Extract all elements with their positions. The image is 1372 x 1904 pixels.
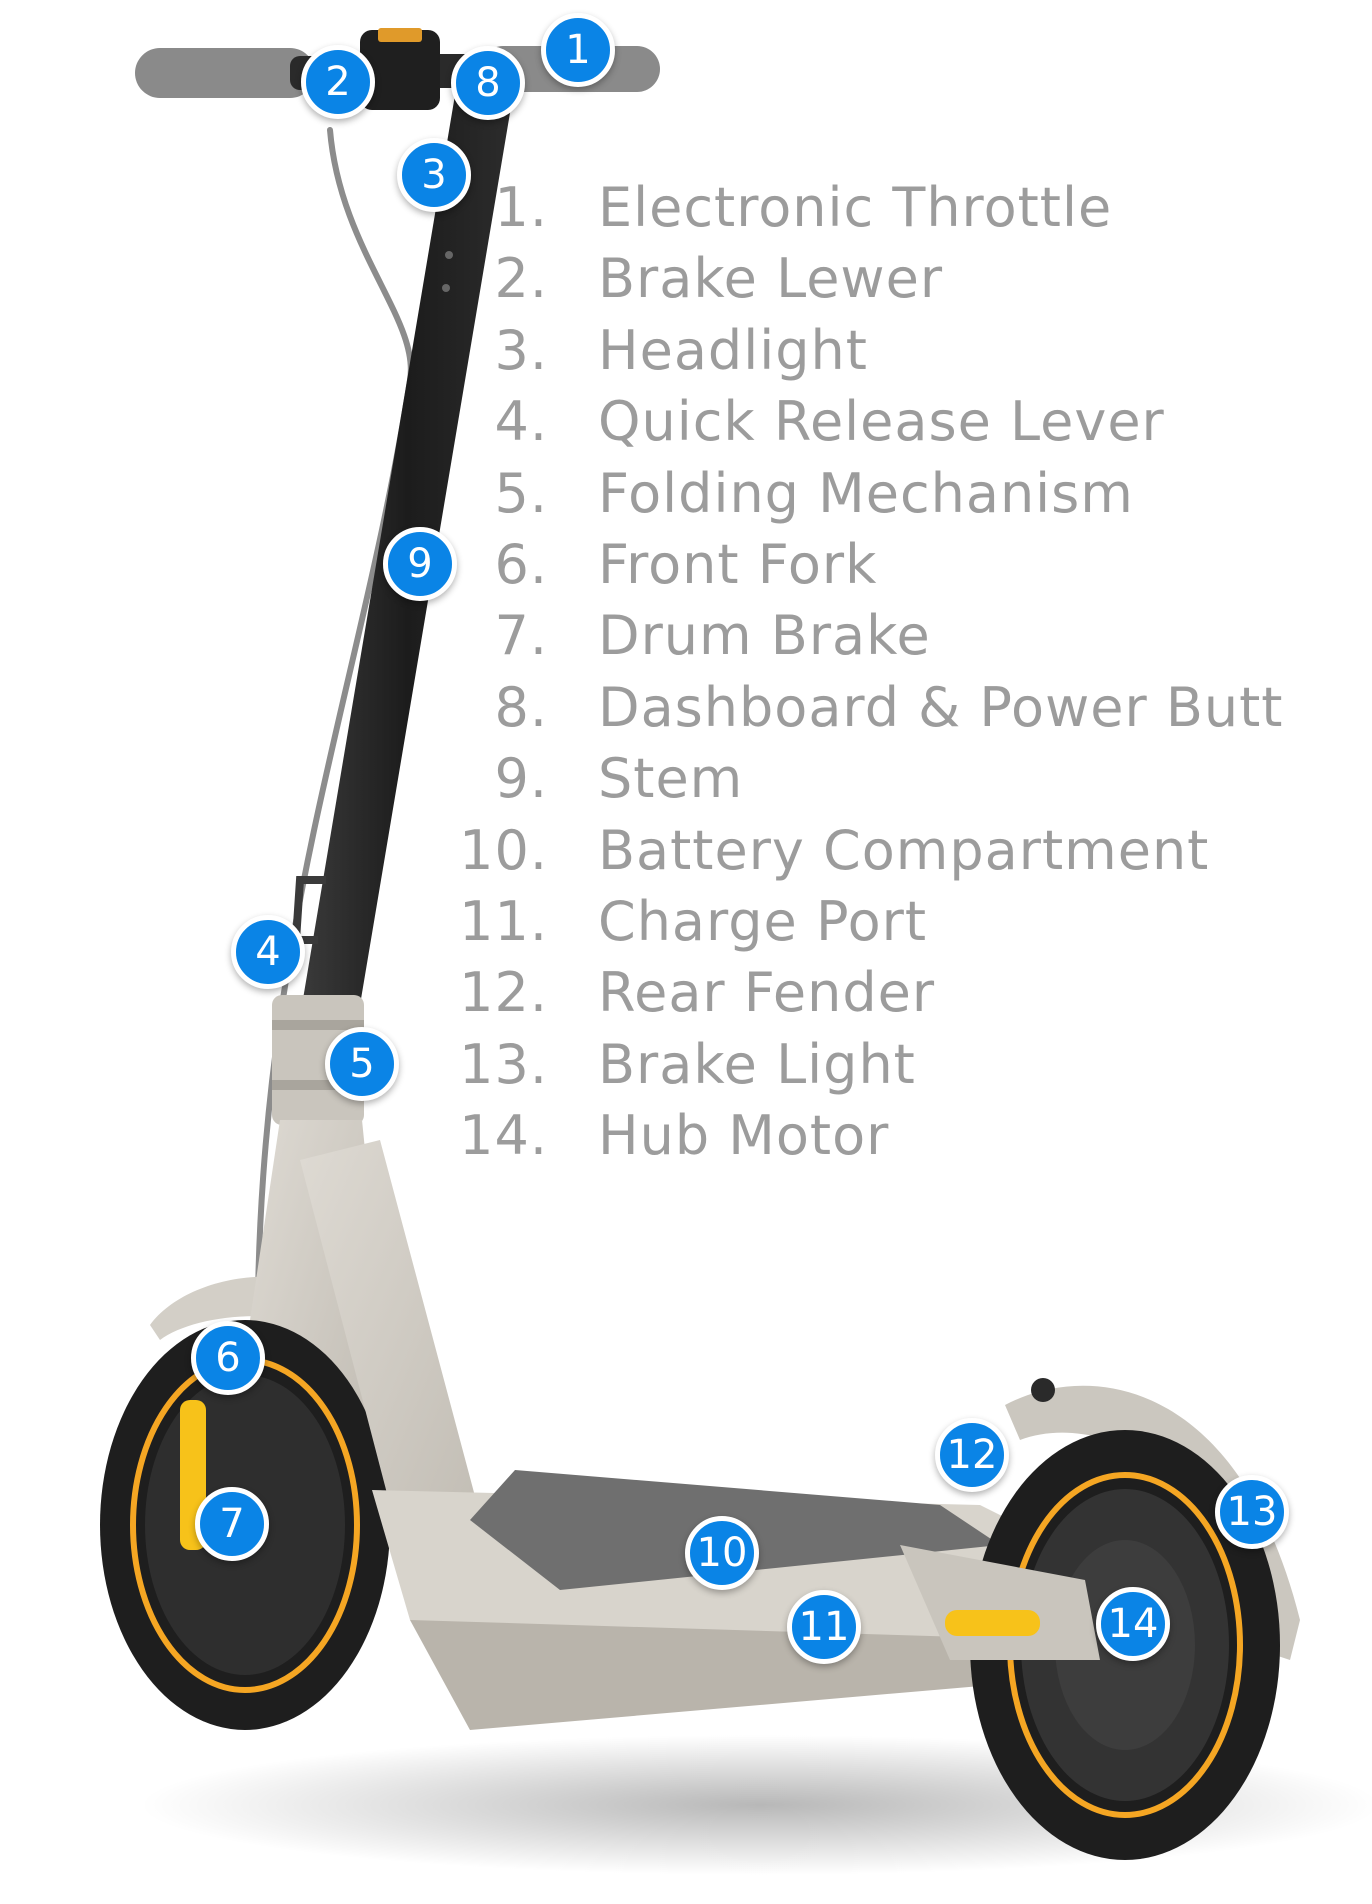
stem-button [442, 284, 450, 292]
legend-number: 10. [459, 818, 548, 882]
legend-number: 12. [459, 961, 548, 1025]
callout-electronic-throttle: 1 [541, 13, 615, 87]
legend-item: 8. Dashboard & Power Butt [494, 672, 1360, 743]
callout-hub-motor: 14 [1096, 1587, 1170, 1661]
legend-label: Battery Compartment [598, 818, 1210, 882]
legend-item: 11. Charge Port [459, 886, 1360, 957]
legend-item: 5. Folding Mechanism [494, 458, 1360, 529]
legend-label: Drum Brake [598, 604, 931, 668]
legend-label: Charge Port [598, 889, 927, 953]
legend-item: 6. Front Fork [494, 529, 1360, 600]
legend-label: Rear Fender [598, 961, 936, 1025]
legend-item: 3. Headlight [494, 315, 1360, 386]
legend-label: Folding Mechanism [598, 461, 1134, 525]
legend-label: Hub Motor [598, 1104, 890, 1168]
callout-drum-brake: 7 [195, 1487, 269, 1561]
callout-charge-port: 11 [787, 1590, 861, 1664]
callout-stem: 9 [383, 527, 457, 601]
legend-item: 14. Hub Motor [459, 1100, 1360, 1171]
legend-label: Dashboard & Power Butt [598, 675, 1284, 739]
legend-number: 6. [494, 532, 548, 596]
legend-item: 13. Brake Light [459, 1029, 1360, 1100]
callout-brake-light: 13 [1215, 1475, 1289, 1549]
deck [372, 1470, 1070, 1730]
legend-number: 8. [494, 675, 548, 739]
callout-quick-release-lever: 4 [231, 915, 305, 989]
parts-legend: 1. Electronic Throttle 2. Brake Lewer 3. He… [459, 172, 1360, 1171]
legend-number: 5. [494, 461, 548, 525]
legend-label: Brake Light [598, 1032, 916, 1096]
brake-cable [254, 127, 414, 1383]
legend-number: 9. [494, 747, 548, 811]
legend-item: 1. Electronic Throttle [494, 172, 1360, 243]
legend-item: 4. Quick Release Lever [494, 386, 1360, 457]
fender-bolt [1031, 1378, 1055, 1402]
legend-label: Stem [598, 747, 744, 811]
callout-headlight: 3 [397, 138, 471, 212]
callout-battery-compartment: 10 [685, 1516, 759, 1590]
legend-label: Front Fork [598, 532, 878, 596]
quick-release-lever [291, 876, 326, 944]
callout-dashboard-power-button: 8 [451, 46, 525, 120]
legend-item: 9. Stem [494, 743, 1360, 814]
side-reflector [945, 1610, 1040, 1636]
legend-label: Brake Lewer [598, 247, 944, 311]
legend-item: 12. Rear Fender [459, 957, 1360, 1028]
legend-item: 2. Brake Lewer [494, 243, 1360, 314]
callout-front-fork: 6 [191, 1321, 265, 1395]
legend-number: 11. [459, 889, 548, 953]
callout-rear-fender: 12 [935, 1418, 1009, 1492]
legend-number: 14. [459, 1104, 548, 1168]
callout-brake-lever: 2 [301, 45, 375, 119]
legend-number: 3. [494, 318, 548, 382]
legend-label: Headlight [598, 318, 868, 382]
legend-item: 7. Drum Brake [494, 600, 1360, 671]
legend-number: 4. [494, 390, 548, 454]
stem-button [445, 251, 453, 259]
legend-number: 1. [494, 176, 548, 239]
legend-item: 10. Battery Compartment [459, 815, 1360, 886]
legend-number: 2. [494, 247, 548, 311]
legend-number: 7. [494, 604, 548, 668]
legend-number: 13. [459, 1032, 548, 1096]
legend-label: Quick Release Lever [598, 390, 1165, 454]
callout-folding-mechanism: 5 [325, 1027, 399, 1101]
legend-label: Electronic Throttle [598, 176, 1113, 239]
